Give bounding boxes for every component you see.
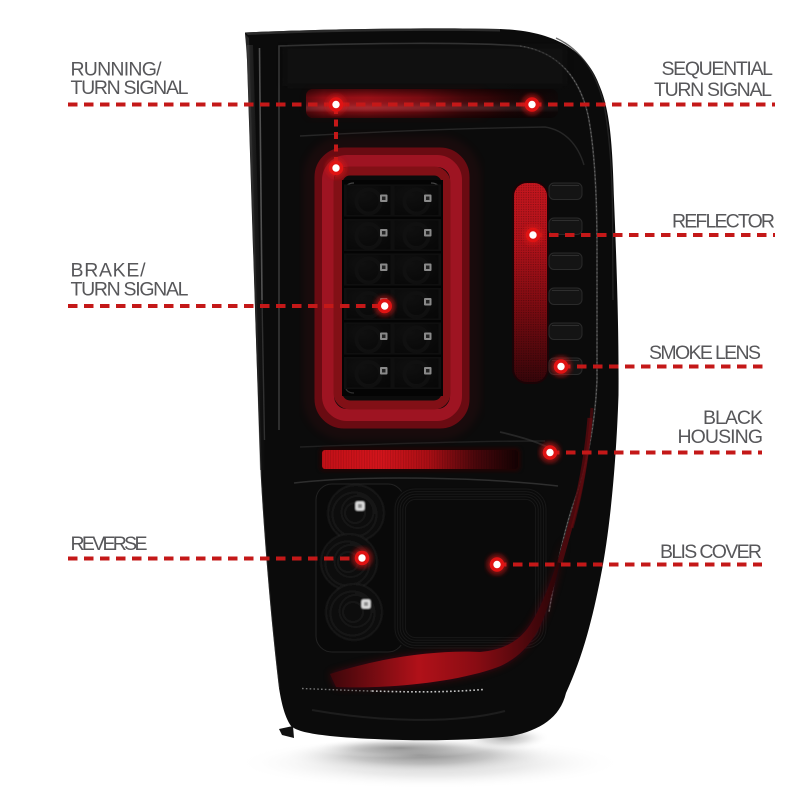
svg-text:TURN SIGNAL: TURN SIGNAL bbox=[71, 278, 189, 300]
svg-text:TURN SIGNAL: TURN SIGNAL bbox=[654, 79, 772, 101]
svg-text:SEQUENTIAL: SEQUENTIAL bbox=[662, 58, 774, 80]
svg-text:REVERSE: REVERSE bbox=[71, 533, 148, 555]
svg-text:RUNNING/: RUNNING/ bbox=[71, 59, 163, 81]
svg-text:SMOKE LENS: SMOKE LENS bbox=[649, 342, 761, 364]
svg-text:REFLECTOR: REFLECTOR bbox=[672, 211, 775, 233]
svg-text:BRAKE/: BRAKE/ bbox=[71, 260, 147, 282]
svg-text:BLACK: BLACK bbox=[703, 407, 763, 429]
svg-text:HOUSING: HOUSING bbox=[678, 426, 764, 448]
svg-text:BLIS COVER: BLIS COVER bbox=[660, 541, 762, 563]
svg-text:TURN SIGNAL: TURN SIGNAL bbox=[71, 77, 189, 99]
